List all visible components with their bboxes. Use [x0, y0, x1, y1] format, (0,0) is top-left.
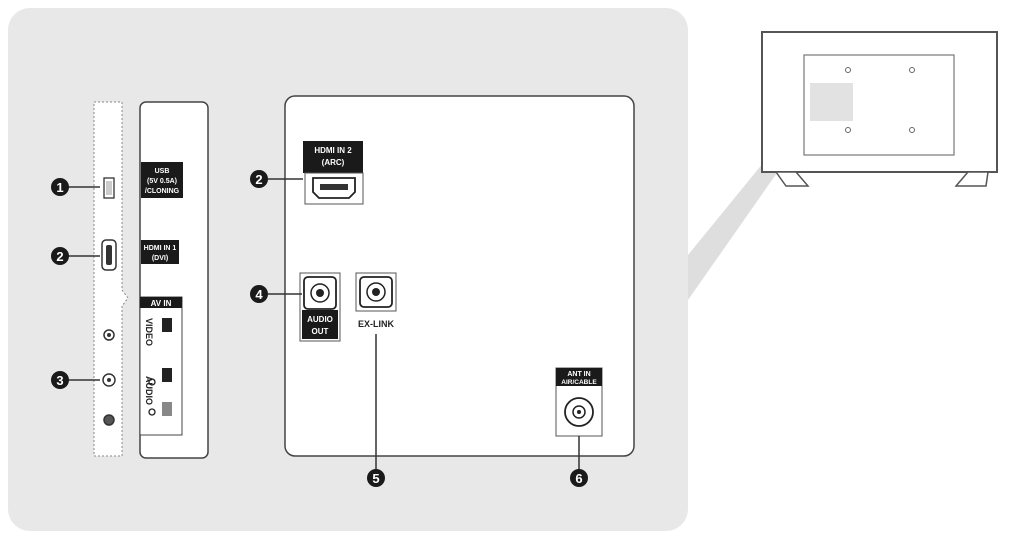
callout-2-side — [51, 247, 69, 265]
callout-6-number: 6 — [575, 471, 582, 486]
ant-in-label-line: ANT IN — [567, 371, 590, 378]
audio-left-jack-center — [107, 378, 111, 382]
audio-out-label-line: OUT — [312, 327, 329, 336]
callout-2-rear — [250, 170, 268, 188]
hdmi2-label-line: (ARC) — [322, 158, 345, 167]
usb-label-line: (5V 0.5A) — [147, 178, 177, 185]
tv-back-cover — [803, 54, 955, 156]
ex-link-label: EX-LINK — [358, 319, 395, 329]
callout-2-rear-number: 2 — [255, 172, 262, 187]
usb-label-box — [141, 162, 183, 198]
hdmi1-label-line: (DVI) — [152, 255, 168, 262]
av-in-group — [139, 296, 183, 436]
side-panel-edge — [93, 101, 129, 457]
video-label: VIDEO — [144, 318, 154, 346]
audio-left-symbol — [148, 378, 156, 386]
mount-hole — [845, 127, 851, 133]
callout-4 — [250, 285, 268, 303]
audio-out-port-center — [316, 289, 324, 297]
side-panel: USB (5V 0.5A) /CLONING HDMI IN 1 (DVI) A… — [93, 101, 209, 459]
usb-label-line: /CLONING — [145, 188, 180, 195]
callout-3 — [51, 371, 69, 389]
ex-link-port-center — [372, 288, 380, 296]
callout-1-number: 1 — [56, 180, 63, 195]
audio-left-marker — [162, 368, 172, 382]
port-area-highlight — [810, 83, 853, 121]
callout-3-number: 3 — [56, 373, 63, 388]
hdmi2-label-box — [303, 141, 363, 173]
mount-hole — [909, 127, 915, 133]
hdmi1-label-line: HDMI IN 1 — [144, 245, 177, 252]
audio-right-jack — [103, 414, 115, 426]
hdmi2-label-line: HDMI IN 2 — [314, 146, 352, 155]
av-in-label-box — [140, 297, 182, 308]
tv-stand-right — [954, 171, 989, 187]
ant-in-label-line: AIR/CABLE — [561, 379, 597, 386]
usb-label-line: USB — [155, 168, 170, 175]
audio-label: AUDIO — [144, 376, 154, 405]
hdmi1-port-inner — [106, 245, 112, 265]
av-in-label: AV IN — [151, 299, 172, 308]
callout-2-side-number: 2 — [56, 249, 63, 264]
callout-6 — [570, 469, 588, 487]
usb-port-inner — [106, 181, 112, 195]
rear-panel: HDMI IN 2 (ARC) AUDIO OUT EX-LINK ANT IN… — [284, 95, 635, 470]
callout-5 — [367, 469, 385, 487]
mount-hole — [845, 67, 851, 73]
audio-out-label-box — [302, 310, 338, 339]
hdmi1-label-box — [141, 240, 179, 264]
ant-in-port-center — [577, 410, 581, 414]
callout-5-number: 5 — [372, 471, 379, 486]
callouts: 1 2 2 3 4 5 6 — [51, 170, 588, 487]
callout-4-number: 4 — [255, 287, 263, 302]
mount-hole — [909, 67, 915, 73]
ant-in-label-box — [556, 368, 602, 386]
hdmi2-port-inner — [320, 184, 348, 190]
audio-out-label-line: AUDIO — [307, 315, 333, 324]
video-color-marker — [162, 318, 172, 332]
audio-right-symbol — [148, 408, 156, 416]
callout-1 — [51, 178, 69, 196]
video-jack-center — [107, 333, 111, 337]
audio-right-marker — [162, 402, 172, 416]
tv-rear-thumbnail — [761, 31, 998, 187]
tv-stand-left — [774, 171, 810, 187]
usb-port — [103, 177, 115, 199]
rear-panel-face — [284, 95, 635, 457]
